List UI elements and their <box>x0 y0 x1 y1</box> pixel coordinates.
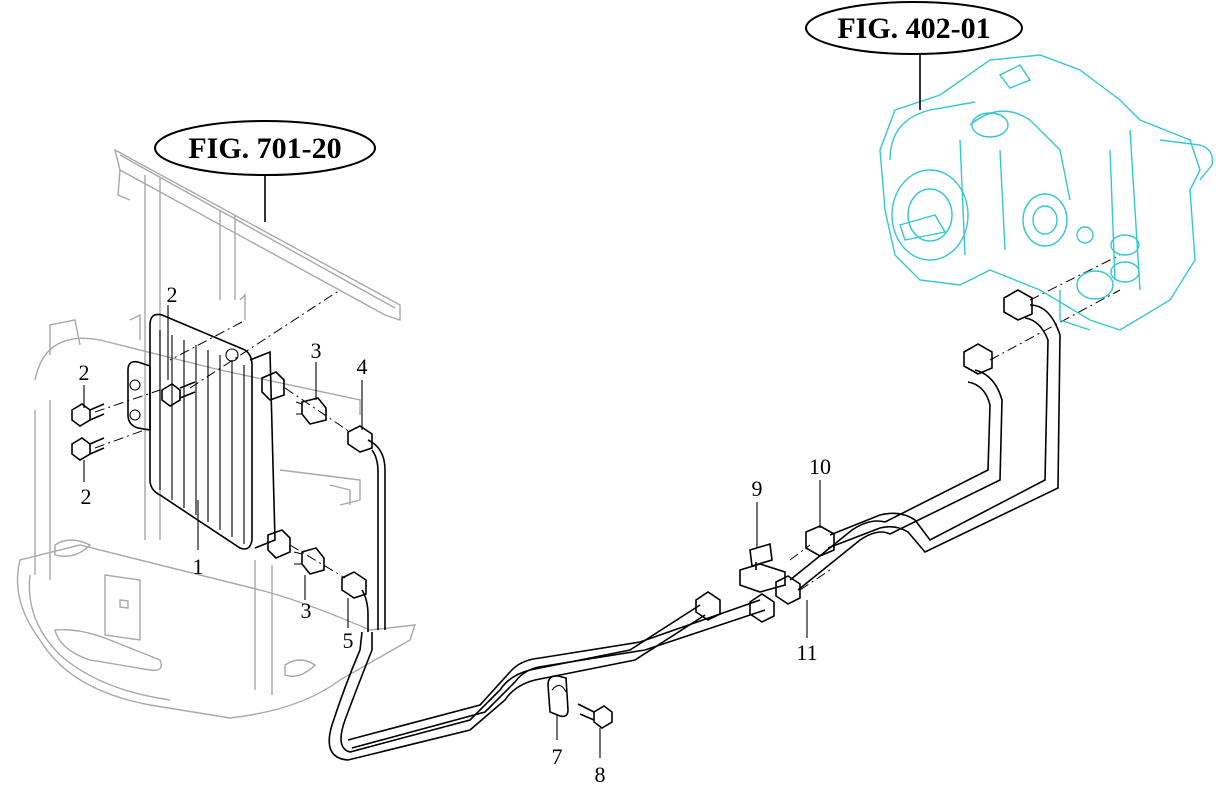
fig-label-left[interactable]: FIG. 701-20 <box>154 120 376 222</box>
callout-1[interactable]: 1 <box>193 554 204 579</box>
pump-nut-upper <box>1003 289 1033 321</box>
callout-5[interactable]: 5 <box>343 628 354 653</box>
fitting-3-upper <box>295 397 327 425</box>
adapter-11 <box>775 575 801 605</box>
pump-nut-lower <box>963 343 993 375</box>
hydraulic-lines <box>328 304 1061 761</box>
callout-10[interactable]: 10 <box>809 454 831 479</box>
callout-7[interactable]: 7 <box>552 744 563 769</box>
line-nut-mid <box>749 593 775 623</box>
fig-label-left-text: FIG. 701-20 <box>188 132 341 165</box>
bolt-2-top <box>161 381 196 407</box>
callout-8[interactable]: 8 <box>595 762 606 787</box>
fig-label-right-text: FIG. 402-01 <box>837 12 990 45</box>
fig-label-right[interactable]: FIG. 402-01 <box>805 1 1023 110</box>
tube-4 <box>347 425 386 630</box>
nut-10 <box>805 525 835 557</box>
bolt-2-left-lower <box>71 437 105 461</box>
tube-5 <box>341 571 369 632</box>
callout-4[interactable]: 4 <box>357 354 368 379</box>
bolt-2-left-upper <box>71 403 105 427</box>
callout-3-upper[interactable]: 3 <box>311 338 322 363</box>
callout-2-top[interactable]: 2 <box>167 282 178 307</box>
fitting-3-lower <box>293 547 325 575</box>
line-nut-left <box>695 591 721 621</box>
tee-9 <box>739 542 786 593</box>
callout-2-left-upper[interactable]: 2 <box>79 360 90 385</box>
callout-11[interactable]: 11 <box>796 640 817 665</box>
hydraulic-pump <box>879 54 1214 331</box>
callout-2-left-lower[interactable]: 2 <box>81 484 92 509</box>
callout-3-lower[interactable]: 3 <box>301 598 312 623</box>
callout-numbers: 1 2 2 2 3 3 4 5 7 8 9 10 11 <box>79 282 832 787</box>
oil-cooler <box>127 313 291 559</box>
bolt-8 <box>577 703 613 729</box>
center-lines <box>94 254 1121 591</box>
machine-frame <box>16 148 417 719</box>
callout-9[interactable]: 9 <box>752 476 763 501</box>
clamp-7 <box>547 675 569 718</box>
leader-lines <box>83 305 821 758</box>
